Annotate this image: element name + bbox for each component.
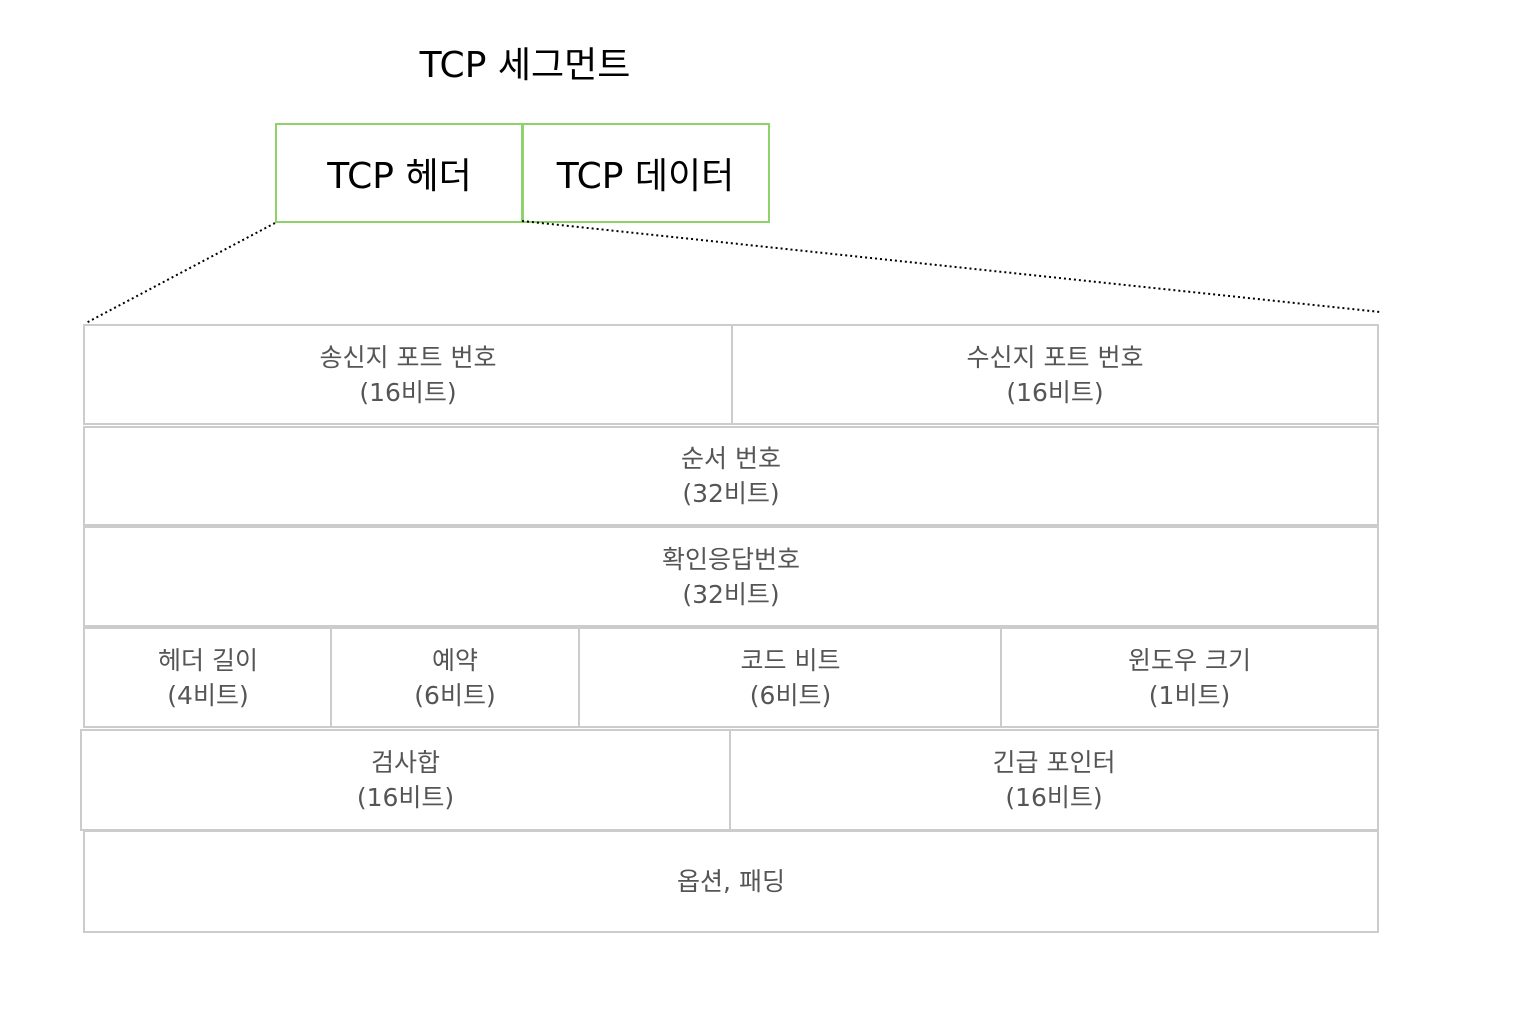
code-bits-label: 코드 비트 bbox=[740, 645, 841, 675]
window-size-label: 윈도우 크기 bbox=[1128, 645, 1251, 675]
urgent-pointer-label: 긴급 포인터 bbox=[992, 748, 1116, 777]
header-length-size: (4비트) bbox=[167, 680, 249, 710]
reserved-size: (6비트) bbox=[414, 680, 496, 710]
code-bits-field: 코드 비트 (6비트) bbox=[578, 627, 1003, 728]
checksum-field: 검사합 (16비트) bbox=[80, 729, 731, 831]
header-length-label: 헤더 길이 bbox=[158, 645, 258, 675]
reserved-field: 예약 (6비트) bbox=[330, 627, 580, 728]
destination-port-size: (16비트) bbox=[1006, 377, 1104, 407]
checksum-size: (16비트) bbox=[356, 783, 455, 812]
urgent-pointer-field: 긴급 포인터 (16비트) bbox=[729, 729, 1379, 831]
tcp-header-box: TCP 헤더 bbox=[275, 123, 524, 223]
right-connector-line bbox=[521, 220, 1381, 313]
tcp-data-box: TCP 데이터 bbox=[521, 123, 770, 223]
destination-port-label: 수신지 포트 번호 bbox=[966, 342, 1144, 372]
code-bits-size: (6비트) bbox=[749, 680, 832, 710]
ack-number-label: 확인응답번호 bbox=[661, 544, 800, 574]
diagram-title: TCP 세그먼트 bbox=[419, 45, 631, 86]
urgent-pointer-size: (16비트) bbox=[1005, 783, 1103, 812]
ack-number-size: (32비트) bbox=[682, 579, 780, 609]
source-port-label: 송신지 포트 번호 bbox=[319, 342, 497, 372]
window-size-size: (1비트) bbox=[1148, 680, 1231, 710]
reserved-label: 예약 bbox=[431, 645, 478, 675]
checksum-label: 검사합 bbox=[370, 748, 440, 777]
header-length-field: 헤더 길이 (4비트) bbox=[83, 627, 333, 728]
ack-number-field: 확인응답번호 (32비트) bbox=[83, 526, 1379, 627]
source-port-size: (16비트) bbox=[359, 377, 457, 407]
options-padding-label: 옵션, 패딩 bbox=[677, 867, 785, 896]
sequence-number-size: (32비트) bbox=[682, 479, 780, 508]
source-port-field: 송신지 포트 번호 (16비트) bbox=[83, 324, 733, 425]
window-size-field: 윈도우 크기 (1비트) bbox=[1000, 627, 1379, 728]
left-connector-line bbox=[85, 222, 276, 324]
sequence-number-label: 순서 번호 bbox=[681, 444, 781, 473]
destination-port-field: 수신지 포트 번호 (16비트) bbox=[731, 324, 1379, 425]
options-padding-field: 옵션, 패딩 bbox=[83, 830, 1379, 933]
sequence-number-field: 순서 번호 (32비트) bbox=[83, 426, 1379, 526]
